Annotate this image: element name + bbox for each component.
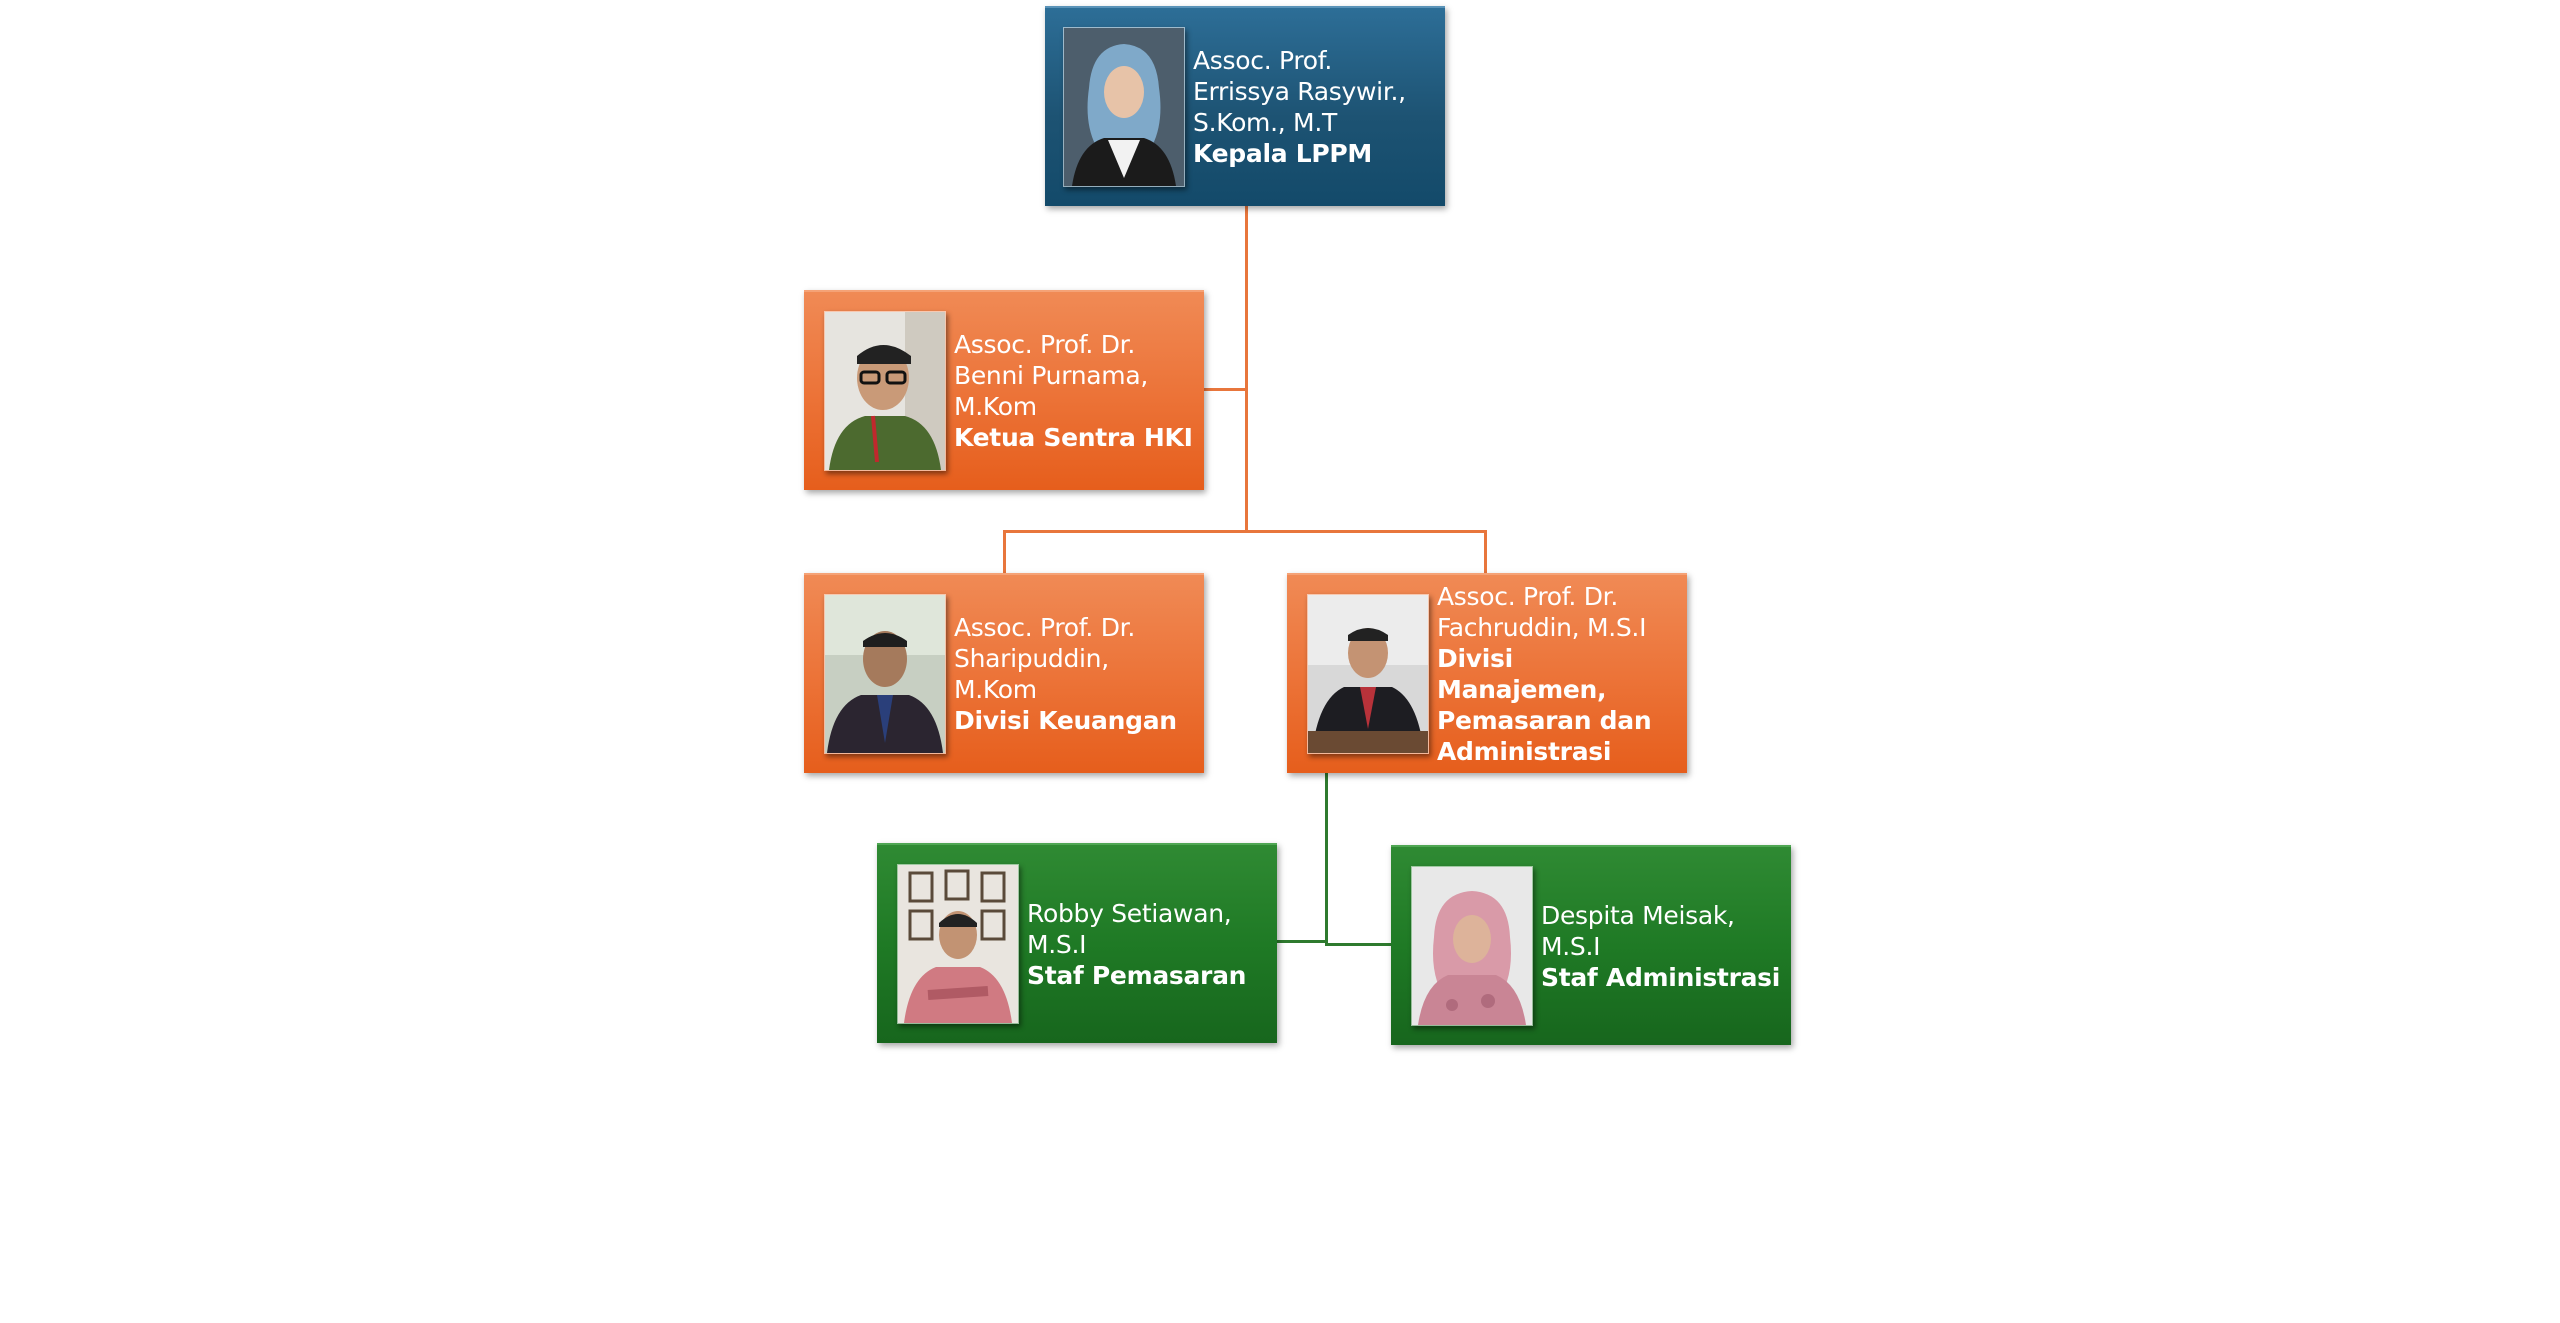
node-kepala-lppm-text: Assoc. Prof. Errissya Rasywir., S.Kom., … bbox=[1193, 45, 1435, 169]
photo-fachruddin bbox=[1307, 594, 1429, 754]
node-divisi-manajemen: Assoc. Prof. Dr. Fachruddin, M.S.I Divis… bbox=[1287, 573, 1687, 773]
connector-keuangan-drop bbox=[1003, 530, 1006, 573]
photo-robby bbox=[897, 864, 1019, 1024]
node-role: Kepala LPPM bbox=[1193, 139, 1372, 168]
node-role: Staf Pemasaran bbox=[1027, 960, 1247, 990]
node-name: Assoc. Prof. Dr. Fachruddin, M.S.I bbox=[1437, 582, 1647, 642]
connector-head-trunk bbox=[1245, 205, 1248, 533]
connector-division-bar bbox=[1003, 530, 1487, 533]
photo-despita bbox=[1411, 866, 1533, 1026]
node-name: Robby Setiawan, M.S.I bbox=[1027, 898, 1232, 959]
connector-manajemen-drop bbox=[1484, 530, 1487, 573]
connector-administrasi-branch bbox=[1325, 943, 1391, 946]
node-divisi-keuangan: Assoc. Prof. Dr. Sharipuddin, M.Kom Divi… bbox=[804, 573, 1204, 773]
node-role: Ketua Sentra HKI bbox=[954, 423, 1193, 452]
node-ketua-sentra-hki: Assoc. Prof. Dr. Benni Purnama, M.Kom Ke… bbox=[804, 290, 1204, 490]
connector-staff-trunk bbox=[1325, 772, 1328, 946]
node-ketua-sentra-hki-text: Assoc. Prof. Dr. Benni Purnama, M.Kom Ke… bbox=[954, 329, 1194, 453]
node-staf-administrasi-text: Despita Meisak, M.S.I Staf Administrasi bbox=[1541, 900, 1781, 993]
node-role: Staf Administrasi bbox=[1541, 962, 1781, 992]
node-name: Assoc. Prof. Dr. Benni Purnama, M.Kom bbox=[954, 330, 1149, 421]
connector-pemasaran-branch bbox=[1275, 940, 1328, 943]
node-divisi-manajemen-text: Assoc. Prof. Dr. Fachruddin, M.S.I Divis… bbox=[1437, 581, 1677, 767]
node-staf-administrasi: Despita Meisak, M.S.I Staf Administrasi bbox=[1391, 845, 1791, 1045]
photo-errissya bbox=[1063, 27, 1185, 187]
node-name: Assoc. Prof. Dr. Sharipuddin, M.Kom bbox=[954, 613, 1136, 704]
photo-benni bbox=[824, 311, 946, 471]
node-staf-pemasaran-text: Robby Setiawan, M.S.I Staf Pemasaran bbox=[1027, 898, 1267, 991]
node-role: Divisi Keuangan bbox=[954, 706, 1177, 735]
connector-hki-branch bbox=[1200, 388, 1248, 391]
photo-sharipuddin bbox=[824, 594, 946, 754]
node-name: Assoc. Prof. Errissya Rasywir., S.Kom., … bbox=[1193, 46, 1406, 137]
node-divisi-keuangan-text: Assoc. Prof. Dr. Sharipuddin, M.Kom Divi… bbox=[954, 612, 1194, 736]
node-role: Divisi Manajemen, Pemasaran dan Administ… bbox=[1437, 644, 1652, 766]
node-name: Despita Meisak, M.S.I bbox=[1541, 900, 1735, 961]
node-kepala-lppm: Assoc. Prof. Errissya Rasywir., S.Kom., … bbox=[1045, 6, 1445, 206]
node-staf-pemasaran: Robby Setiawan, M.S.I Staf Pemasaran bbox=[877, 843, 1277, 1043]
